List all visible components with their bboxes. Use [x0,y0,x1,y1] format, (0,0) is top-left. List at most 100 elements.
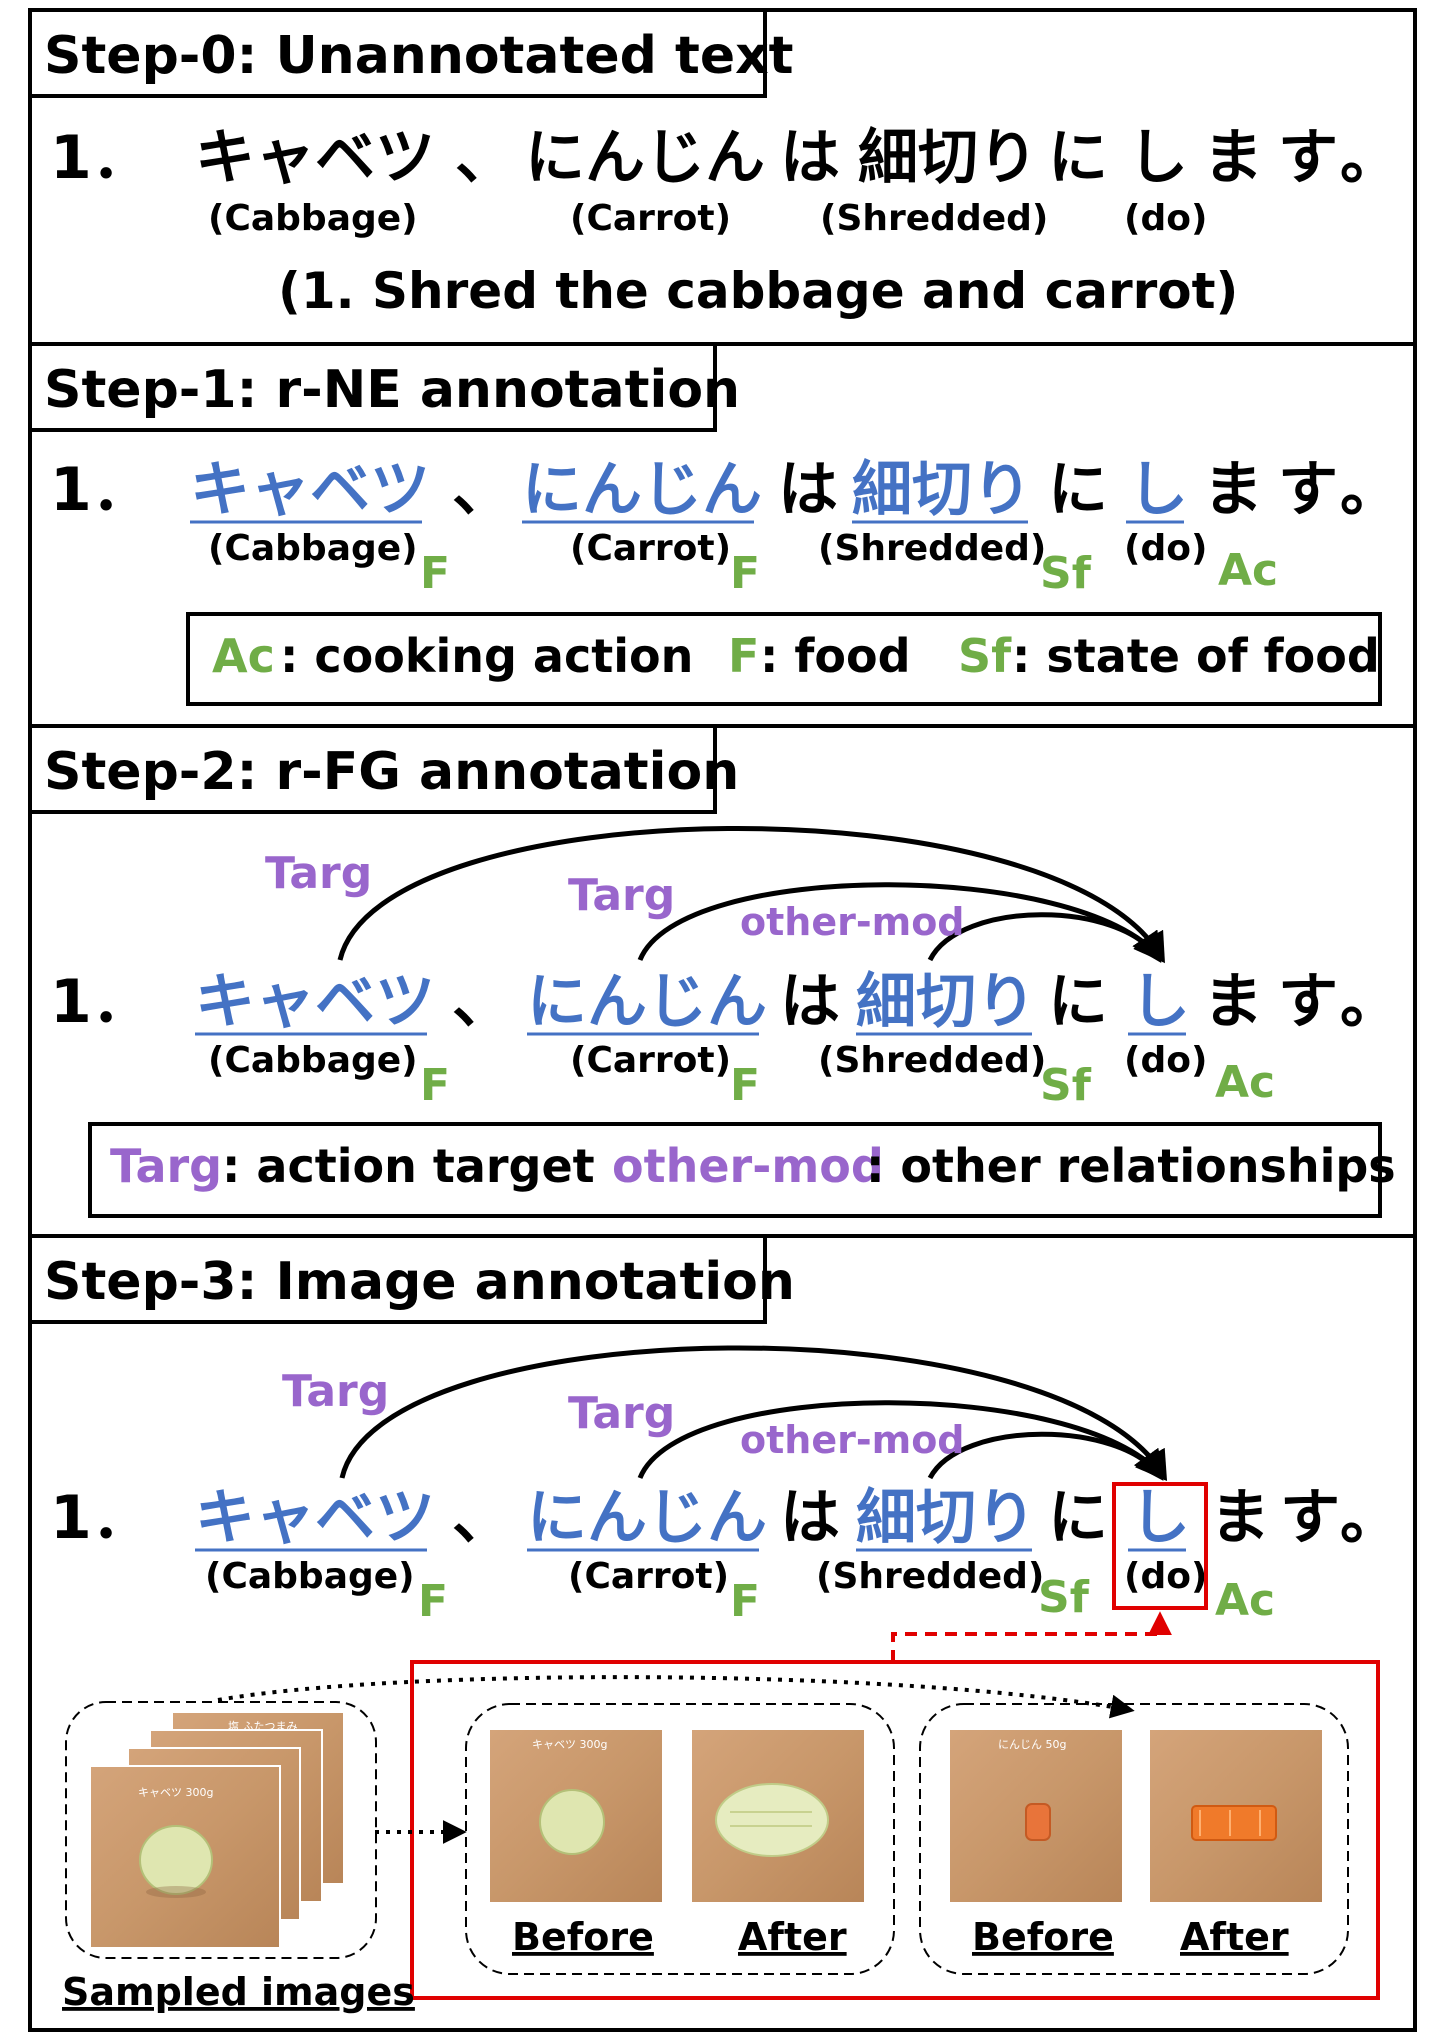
token-shredded: 細切り [856,967,1036,1037]
step-2-section: Step-2: r-FG annotation Targ Targ other-… [28,724,1400,1218]
gloss-carrot: (Carrot) [568,1556,729,1597]
token-wa: は [780,967,840,1037]
sentence-number: 1． [50,1483,152,1553]
step-3-section: Step-3: Image annotation Targ Targ other… [28,1234,1400,2014]
label-targ-2: Targ [568,870,675,921]
gloss-shredded: (Shredded) [818,1040,1046,1081]
tag-sf: Sf [1040,1060,1092,1111]
gloss-cabbage: (Cabbage) [208,1040,418,1081]
arc-targ-cabbage [337,825,1165,964]
token-su: す [1280,1483,1340,1553]
token-ni: に [1048,967,1108,1037]
step-0-title-box [28,8,767,98]
token-period: 。 [1340,1483,1400,1553]
cabbage-before-label: Before [512,1915,654,1959]
step-1-title-box [28,342,717,432]
token-period: 。 [1340,123,1400,193]
token-shredded: 細切り [858,123,1038,193]
token-ma: ま [1203,967,1263,1037]
token-ni: に [1048,123,1108,193]
token-wa: は [780,123,840,193]
tag-sf: Sf [1040,548,1092,599]
step-1-title: Step-1: r-NE annotation [44,360,740,420]
gloss-shredded: (Shredded) [818,528,1046,569]
token-cabbage: キャベツ [195,967,435,1037]
fg-legend: Targ : action target other-mod : other r… [110,1139,1396,1193]
sentence-number: 1． [50,123,152,193]
gloss-carrot: (Carrot) [570,528,731,569]
token-comma: 、 [452,967,512,1037]
token-su: す [1278,967,1338,1037]
token-su: す [1278,455,1338,525]
gloss-shredded: (Shredded) [816,1556,1044,1597]
token-ni: に [1048,1483,1108,1553]
tag-ac: Ac [1215,1575,1275,1626]
step-3-title: Step-3: Image annotation [44,1252,795,1312]
gloss-carrot: (Carrot) [570,1040,731,1081]
arc-other-mod [927,912,1162,964]
gloss-do: (do) [1124,1040,1207,1081]
tag-f-carrot: F [730,1576,760,1627]
label-other-mod: other-mod [740,900,965,944]
token-period: 。 [1340,967,1400,1037]
carrot-before-caption: にんじん 50g [998,1738,1066,1751]
token-ma: ま [1203,455,1263,525]
carrot-group-dashed-box [919,1703,1349,1975]
tag-ac: Ac [1218,545,1278,596]
step-3-title-box [28,1234,767,1324]
token-cabbage: キャベツ [195,123,435,193]
sentence-number: 1． [50,455,152,525]
label-targ-1: Targ [282,1366,389,1417]
arc-other-mod [927,1431,1164,1481]
gloss-cabbage: (Cabbage) [205,1556,415,1597]
carrot-after-label: After [1180,1915,1289,1959]
token-carrot: にんじん [525,123,765,193]
fg-legend-box [88,1122,1382,1218]
sampled-images-dashed-box [65,1701,377,1959]
label-other-mod: other-mod [740,1418,965,1462]
english-translation: (1. Shred the cabbage and carrot) [278,262,1238,320]
token-carrot: にんじん [527,967,767,1037]
gloss-do: (do) [1124,528,1207,569]
tag-ac: Ac [1215,1057,1275,1108]
gloss-do: (do) [1124,198,1207,239]
token-ni: に [1048,455,1108,525]
step-1-section: Step-1: r-NE annotation 1． キャベツ 、 にんじん は… [28,342,1400,706]
tag-f-cabbage: F [420,548,450,599]
token-cabbage: キャベツ [190,455,430,525]
token-comma: 、 [455,123,515,193]
token-comma: 、 [452,455,512,525]
ne-legend: Ac : cooking action F : food Sf : state … [212,629,1380,683]
step-0-section: Step-0: Unannotated text 1． キャベツ 、 にんじん … [28,8,1400,320]
token-shi: し [1128,455,1188,525]
step-0-title: Step-0: Unannotated text [44,26,793,86]
token-shredded: 細切り [856,1483,1036,1553]
cabbage-group-dashed-box [465,1703,895,1975]
token-carrot: にんじん [527,1483,767,1553]
step-2-title: Step-2: r-FG annotation [44,742,739,802]
sampled-images-label: Sampled images [62,1970,415,2014]
token-shredded: 細切り [852,455,1032,525]
tag-f-cabbage: F [420,1060,450,1111]
token-comma: 、 [452,1483,512,1553]
token-su: す [1278,123,1338,193]
token-period: 。 [1340,455,1400,525]
label-targ-2: Targ [568,1388,675,1439]
carrot-before-piece [1025,1803,1051,1841]
action-highlight-box [1112,1482,1208,1610]
arc-targ-carrot [637,1400,1166,1481]
cabbage-shadow [146,1886,206,1898]
token-wa: は [778,455,838,525]
dotted-arrow-top [217,1675,1135,1719]
tag-f-cabbage: F [418,1576,448,1627]
tag-f-carrot: F [730,548,760,599]
token-wa: は [780,1483,840,1553]
cabbage-before-piece [539,1789,605,1855]
gloss-cabbage: (Cabbage) [208,198,418,239]
tag-sf: Sf [1038,1572,1090,1623]
token-shi: し [1130,1483,1190,1553]
cabbage-piece [139,1825,213,1895]
image-link-arrow [891,1611,1172,1662]
token-shi: し [1130,967,1190,1037]
